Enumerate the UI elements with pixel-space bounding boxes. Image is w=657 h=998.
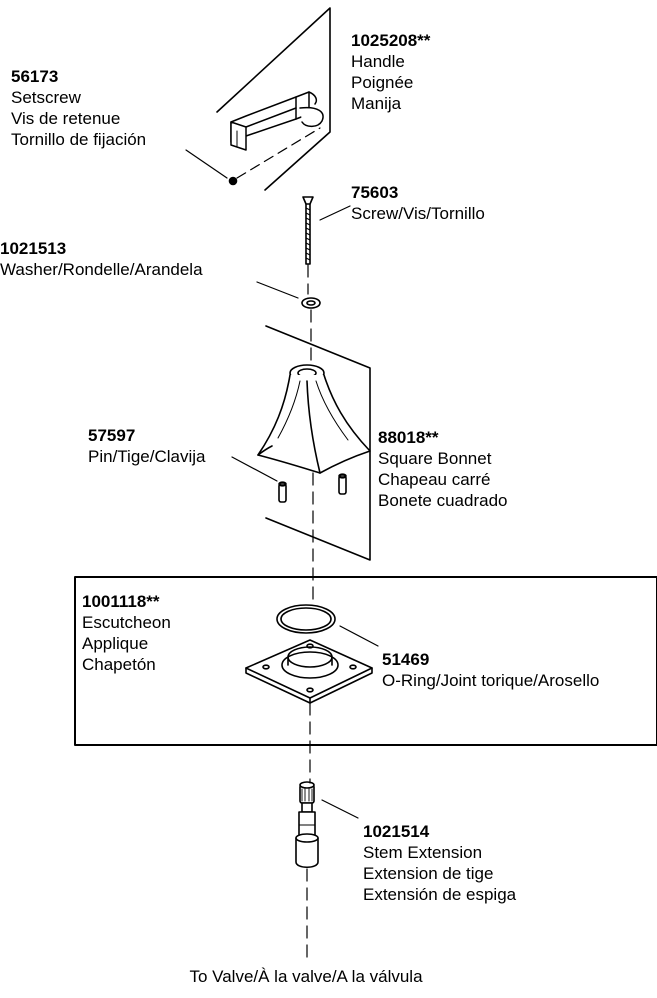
oring-label: 51469 O-Ring/Joint torique/Arosello (382, 649, 599, 691)
pin-part-number: 57597 (88, 426, 136, 445)
stem-label: 1021514 Stem Extension Extension de tige… (363, 821, 516, 905)
stem-name-fr: Extension de tige (363, 864, 494, 883)
bonnet-part-number: 88018** (378, 428, 439, 447)
handle-part-number: 1025208** (351, 31, 431, 50)
center-axis (306, 264, 314, 959)
setscrew-name-fr: Vis de retenue (11, 109, 121, 128)
setscrew-name-en: Setscrew (11, 88, 81, 107)
screw-part (302, 196, 314, 265)
bonnet-label: 88018** Square Bonnet Chapeau carré Bone… (378, 427, 508, 511)
setscrew-label: 56173 Setscrew Vis de retenue Tornillo d… (11, 66, 146, 150)
screw-leader (319, 205, 351, 221)
washer-leader (256, 281, 299, 299)
pin-name: Pin/Tige/Clavija (88, 447, 206, 466)
oring-part (276, 604, 336, 634)
setscrew-leader (185, 149, 228, 179)
bonnet-name-es: Bonete cuadrado (378, 491, 508, 510)
handle-name-es: Manija (351, 94, 402, 113)
oring-part-number: 51469 (382, 650, 430, 669)
handle-label: 1025208** Handle Poignée Manija (351, 30, 430, 114)
oring-leader (339, 625, 379, 647)
bonnet-plane (265, 325, 371, 561)
to-valve-caption: To Valve/À la valve/A la válvula (189, 967, 423, 986)
escutcheon-box (74, 576, 657, 746)
washer-part-number: 1021513 (0, 239, 67, 258)
pin-leader (231, 456, 278, 482)
stem-part (295, 781, 319, 869)
escutcheon-part (245, 639, 373, 704)
bonnet-name-fr: Chapeau carré (378, 470, 491, 489)
escutcheon-name-fr: Applique (82, 634, 149, 653)
stem-part-number: 1021514 (363, 822, 430, 841)
handle-name-en: Handle (351, 52, 405, 71)
stem-leader (321, 799, 359, 819)
screw-name: Screw/Vis/Tornillo (351, 204, 485, 223)
screw-label: 75603 Screw/Vis/Tornillo (351, 182, 485, 224)
handle-plane (216, 7, 331, 191)
setscrew-name-es: Tornillo de fijación (11, 130, 147, 149)
escutcheon-part-number: 1001118** (82, 592, 160, 611)
setscrew-axis (236, 127, 321, 179)
bonnet-name-en: Square Bonnet (378, 449, 492, 468)
setscrew-part-number: 56173 (11, 67, 59, 86)
oring-name: O-Ring/Joint torique/Arosello (382, 671, 600, 690)
screw-part-number: 75603 (351, 183, 399, 202)
escutcheon-name-en: Escutcheon (82, 613, 171, 632)
escutcheon-label: 1001118** Escutcheon Applique Chapetón (82, 591, 171, 675)
washer-label: 1021513 Washer/Rondelle/Arandela (0, 238, 203, 280)
setscrew-part (228, 176, 238, 186)
washer-name: Washer/Rondelle/Arandela (0, 260, 203, 279)
bonnet-part (257, 364, 371, 474)
stem-name-en: Stem Extension (363, 843, 483, 862)
handle-name-fr: Poignée (351, 73, 414, 92)
escutcheon-name-es: Chapetón (82, 655, 156, 674)
washer-part (301, 297, 321, 309)
pin-label: 57597 Pin/Tige/Clavija (88, 425, 205, 467)
stem-name-es: Extensión de espiga (363, 885, 517, 904)
pin-part (278, 473, 347, 503)
handle-part (230, 91, 324, 151)
